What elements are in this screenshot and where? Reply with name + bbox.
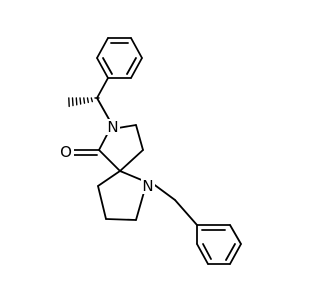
bond: [151, 182, 176, 201]
bond: [117, 124, 137, 129]
bond: [229, 243, 242, 265]
bond: [96, 97, 111, 122]
amide-nitrogen-label: N: [107, 118, 118, 136]
aromatic-inner-bond: [202, 243, 212, 260]
phenylethyl-linker: [68, 77, 111, 122]
molecule-diagram: N N O: [59, 37, 242, 265]
bond: [98, 149, 121, 172]
pyrrolidine-ring: [97, 170, 145, 221]
phenyl-ring-bottom: [196, 224, 242, 265]
bond: [105, 218, 137, 221]
aromatic-inner-bond: [102, 57, 113, 75]
amine-nitrogen-label: N: [142, 177, 153, 195]
lactam-ring: [98, 124, 144, 172]
bond: [196, 243, 209, 265]
bond: [135, 191, 145, 221]
bond: [97, 170, 121, 187]
bond: [96, 37, 109, 59]
bond: [174, 199, 198, 226]
aromatic-inner-bond: [126, 57, 137, 75]
carbonyl-oxygen-label: O: [60, 143, 72, 161]
bond: [119, 170, 145, 182]
atom-label-amide-nitrogen: N: [106, 118, 120, 136]
benzyl-group: [151, 182, 242, 265]
carbonyl-group: [73, 149, 100, 156]
bond: [97, 185, 107, 220]
atom-label-amine-nitrogen: N: [141, 177, 155, 195]
phenyl-ring-top: [96, 37, 143, 79]
bond: [135, 124, 144, 151]
bond: [119, 149, 144, 172]
stereo-hashed-wedge: [68, 97, 100, 108]
bond: [96, 57, 109, 79]
aromatic-inner-bond: [225, 243, 236, 261]
bond: [229, 224, 242, 245]
bond: [130, 37, 143, 59]
bond: [96, 77, 109, 99]
atom-label-carbonyl-oxygen: O: [59, 143, 74, 162]
bond: [130, 57, 143, 79]
